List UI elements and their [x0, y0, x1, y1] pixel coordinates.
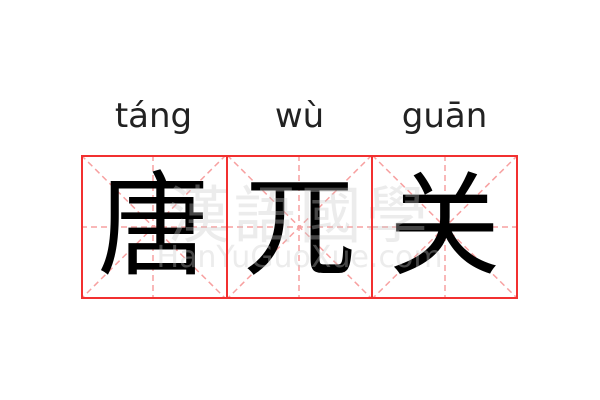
character-cell-1: 唐	[81, 155, 226, 299]
guide-lines	[227, 155, 372, 299]
pinyin-1: táng	[114, 96, 193, 136]
cell-divider	[371, 155, 373, 299]
pinyin-3: guān	[401, 96, 488, 136]
pinyin-2: wù	[274, 96, 325, 136]
character-cell-3: 关	[372, 155, 518, 299]
hanzi-2: 兀	[243, 162, 356, 292]
hanzi-1: 唐	[97, 162, 210, 292]
guide-lines	[81, 155, 226, 299]
hanzi-3: 关	[388, 162, 501, 292]
grid-frame	[81, 155, 518, 299]
cell-divider	[226, 155, 228, 299]
character-cell-2: 兀	[227, 155, 372, 299]
guide-lines	[372, 155, 518, 299]
